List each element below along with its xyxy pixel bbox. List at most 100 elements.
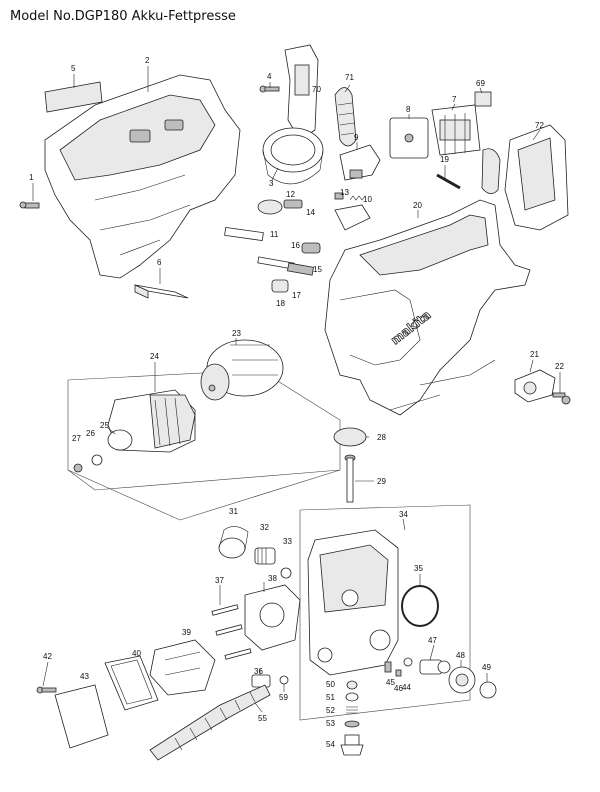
callout-10: 10 [363,195,372,204]
callout-53: 53 [326,719,335,728]
callout-15: 15 [313,265,322,274]
strap-71-part [334,87,357,147]
oring-35-part [401,585,439,627]
callout-24: 24 [150,352,159,361]
callout-17: 17 [292,291,301,300]
callout-44: 44 [402,683,411,692]
callout-54: 54 [326,740,335,749]
callout-5: 5 [71,64,76,73]
label-69-part [474,91,492,107]
callout-27: 27 [72,434,81,443]
block-21-part [514,369,556,403]
ring-59-part [279,675,289,685]
callout-19: 19 [440,155,449,164]
rod-part [224,226,264,242]
ring-3-part [262,127,324,185]
lever-14-part [334,204,371,231]
callout-25: 25 [100,421,109,430]
callout-48: 48 [456,651,465,660]
ring-27-part [73,463,83,473]
callout-28: 28 [377,433,386,442]
callout-47: 47 [428,636,437,645]
callout-55: 55 [258,714,267,723]
callout-12: 12 [286,190,295,199]
cap-49-part [479,681,497,699]
ring-53-part [344,720,360,728]
callout-46: 46 [394,684,403,693]
plug-54-part [340,734,364,756]
group-frame-pump [299,504,471,721]
fitting-32-part [254,547,276,565]
screw-10-part [334,192,344,200]
switch-9-part [339,144,381,181]
motor-23-part [200,339,284,401]
sleeve-31-part [218,526,249,559]
washer-26-part [91,454,103,466]
disc-11-part [257,199,283,215]
callout-70: 70 [312,85,321,94]
callout-38: 38 [268,574,277,583]
callout-42: 42 [43,652,52,661]
main-housing-20-part: makita [324,199,531,416]
gasket-38-part [244,584,301,651]
callout-6: 6 [157,258,162,267]
hose-55-part [149,684,271,761]
oring-33-part [280,567,292,579]
callout-31: 31 [229,507,238,516]
screws-37-part [211,604,252,660]
callout-21: 21 [530,350,539,359]
callout-59: 59 [279,693,288,702]
cover-72-part [504,124,569,231]
gasket-40-part [104,655,159,711]
callout-26: 26 [86,429,95,438]
pin-19-part [436,173,461,190]
callout-35: 35 [414,564,423,573]
callout-2: 2 [145,56,150,65]
callout-1: 1 [29,173,34,182]
screw-4-part [259,85,280,93]
callout-14: 14 [306,208,315,217]
callout-33: 33 [283,537,292,546]
callout-34: 34 [399,510,408,519]
callout-40: 40 [132,649,141,658]
washer-51-part [345,692,359,702]
callout-13: 13 [340,188,349,197]
screw-22-part [552,392,571,405]
callout-50: 50 [326,680,335,689]
bracket-39-part [149,639,216,696]
callout-45: 45 [386,678,395,687]
pin-45-part [384,661,392,673]
callout-22: 22 [555,362,564,371]
callout-71: 71 [345,73,354,82]
pump-housing-34-part [307,529,399,676]
fitting-36-part [251,674,271,688]
screw-1-part [19,201,40,209]
ring-44-part [403,657,413,667]
ball-50-part [346,680,358,690]
housing-left-part [44,74,241,279]
clip-12-part [283,199,303,209]
callout-16: 16 [291,241,300,250]
leader-lines [32,66,561,713]
callout-36: 36 [254,667,263,676]
callout-32: 32 [260,523,269,532]
spring-13-part [349,195,366,201]
callout-3: 3 [269,179,274,188]
callout-52: 52 [326,706,335,715]
switch-plate-7-part [431,104,481,156]
callout-9: 9 [354,133,359,142]
callout-labels: 1 2 3 4 5 6 7 8 9 10 11 12 13 14 15 16 1… [29,56,564,749]
callout-72: 72 [535,121,544,130]
callout-37: 37 [215,576,224,585]
pin-46-part [395,669,402,677]
callout-23: 23 [232,329,241,338]
spring-52-part [346,706,358,714]
callout-43: 43 [80,672,89,681]
callout-11: 11 [270,230,279,239]
nipple-47-part [419,659,451,675]
block-18-part [271,279,289,293]
plate-43-part [54,684,109,749]
callout-18: 18 [276,299,285,308]
callout-39: 39 [182,628,191,637]
